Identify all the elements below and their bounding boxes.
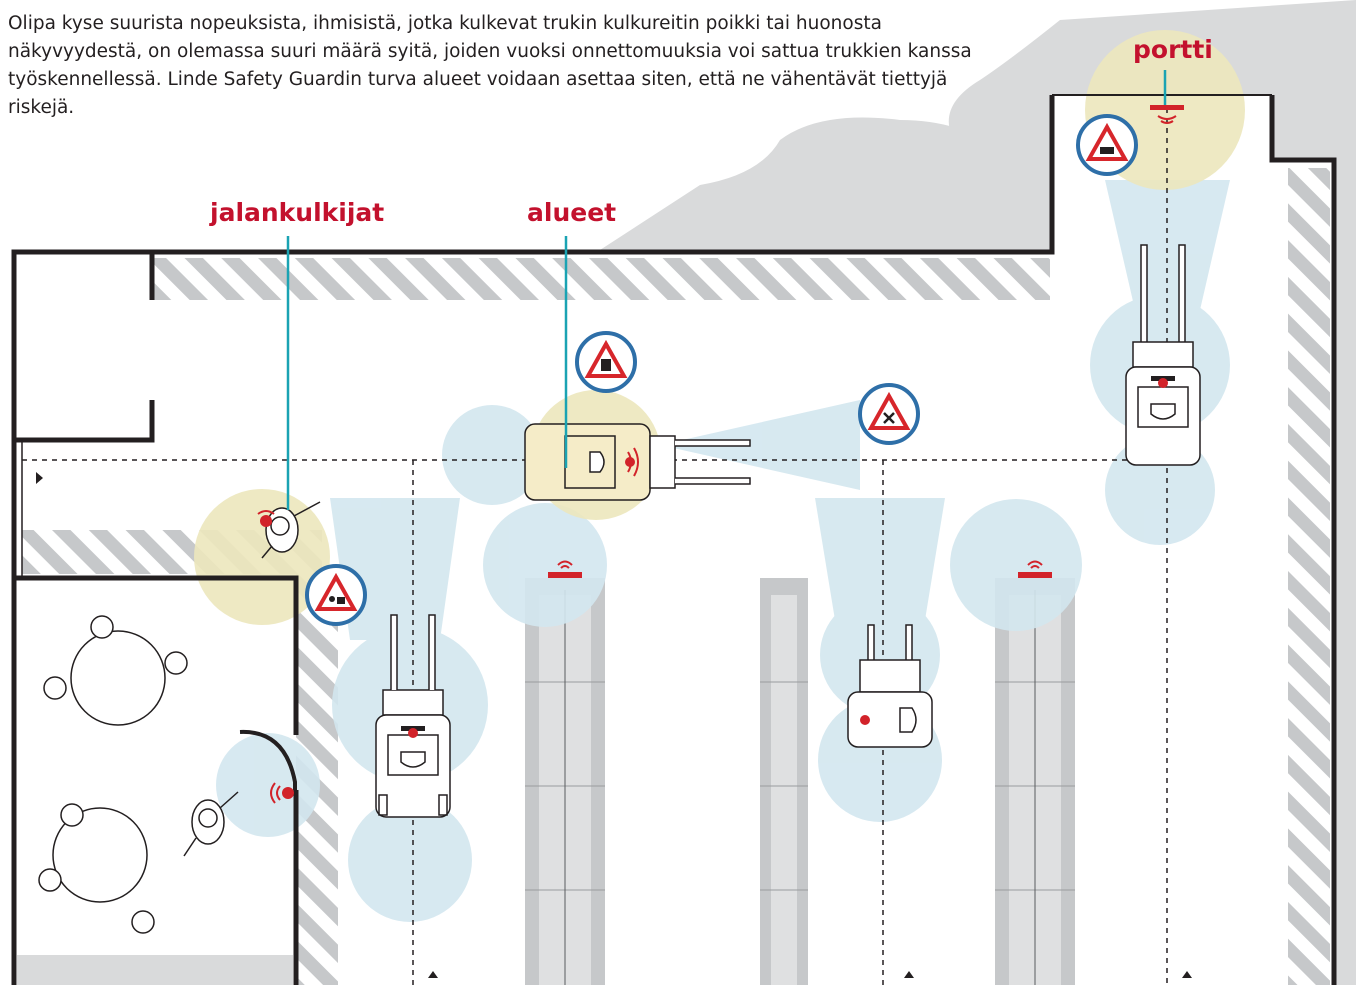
hatch-top — [152, 258, 1050, 300]
callout-pedestrians: jalankulkijat — [210, 198, 385, 227]
forklift-d — [1125, 244, 1201, 466]
outside-area-top — [600, 117, 1050, 250]
no-entry-sign-icon — [858, 383, 920, 445]
forklift-b — [524, 423, 751, 501]
intro-paragraph: Olipa kyse suurista nopeuksista, ihmisis… — [8, 13, 972, 118]
break-room-tables — [38, 615, 188, 934]
pedestrian-sign-icon — [305, 564, 367, 626]
sensors — [257, 105, 1184, 804]
forklift-sign-icon — [575, 331, 637, 393]
leader-lines — [286, 70, 1167, 510]
forklift-c — [847, 624, 933, 748]
hatch-right — [1288, 168, 1330, 985]
pedestrian-room — [183, 791, 239, 857]
walls — [11, 95, 1337, 985]
gate-sign-icon — [1076, 114, 1138, 176]
callout-gate: portti — [1133, 35, 1213, 64]
racks — [525, 578, 1075, 985]
route-arrows — [36, 472, 1192, 978]
forklift-a — [375, 614, 451, 818]
room-floor-strip — [17, 955, 293, 985]
callout-areas: alueet — [527, 198, 617, 227]
door-swing — [239, 729, 297, 790]
